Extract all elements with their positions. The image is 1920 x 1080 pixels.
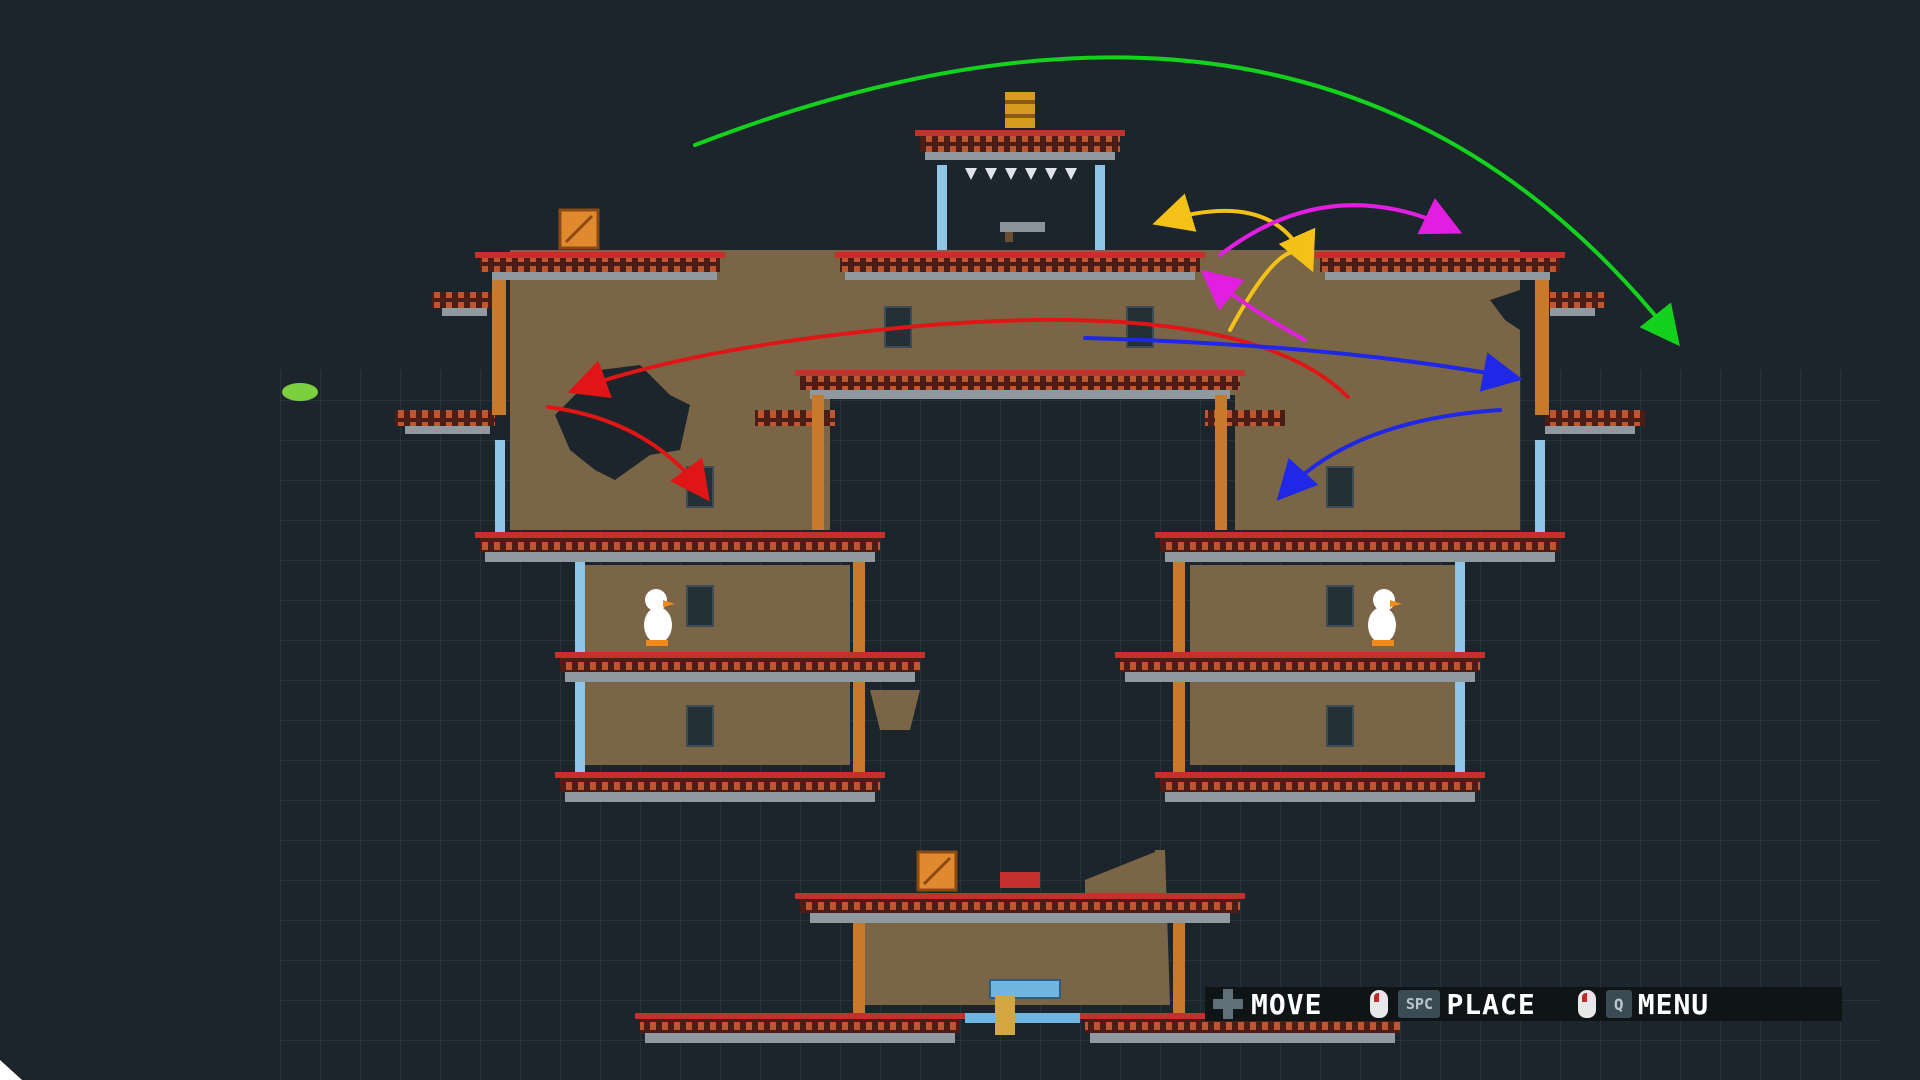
move-label: MOVE bbox=[1251, 987, 1323, 1021]
red-arrow-2 bbox=[546, 405, 710, 502]
green-slime-icon[interactable] bbox=[282, 383, 318, 401]
menu-key: Q bbox=[1605, 990, 1632, 1018]
move-hint: MOVE bbox=[1211, 987, 1322, 1021]
magenta-arrow bbox=[1218, 198, 1463, 257]
cursor-icon bbox=[0, 1060, 22, 1080]
magenta-arrow-2 bbox=[1200, 269, 1307, 342]
duck-icon[interactable] bbox=[1368, 589, 1402, 646]
barrel-icon[interactable] bbox=[1005, 92, 1035, 128]
menu-hint: Q MENU bbox=[1577, 987, 1710, 1021]
blue-arrow bbox=[1083, 336, 1523, 392]
path-arrows bbox=[546, 55, 1680, 502]
place-hint: SPC PLACE bbox=[1370, 987, 1535, 1021]
dpad-icon bbox=[1211, 989, 1245, 1019]
controls-hud: MOVE SPC PLACE Q MENU bbox=[1205, 987, 1842, 1021]
girder-platforms bbox=[395, 130, 1645, 1043]
red-spring-icon[interactable] bbox=[1000, 872, 1040, 888]
green-arrow bbox=[693, 55, 1680, 347]
menu-label: MENU bbox=[1637, 987, 1710, 1021]
blue-arrow-2 bbox=[1276, 408, 1502, 501]
ceiling-spikes bbox=[965, 168, 1077, 180]
cannon-icon[interactable] bbox=[989, 979, 1061, 1035]
mouse-icon bbox=[1370, 990, 1389, 1018]
red-arrow bbox=[567, 317, 1350, 399]
support-pillars bbox=[492, 165, 1549, 1013]
yellow-arrow-2 bbox=[1152, 193, 1302, 252]
crate-icon[interactable] bbox=[558, 208, 600, 250]
mouse-icon bbox=[1577, 990, 1596, 1018]
gun-icon[interactable] bbox=[1000, 222, 1045, 242]
crate-icon[interactable] bbox=[916, 850, 958, 892]
space-key: SPC bbox=[1398, 990, 1441, 1018]
place-label: PLACE bbox=[1446, 987, 1536, 1021]
duck-icon[interactable] bbox=[644, 589, 675, 646]
